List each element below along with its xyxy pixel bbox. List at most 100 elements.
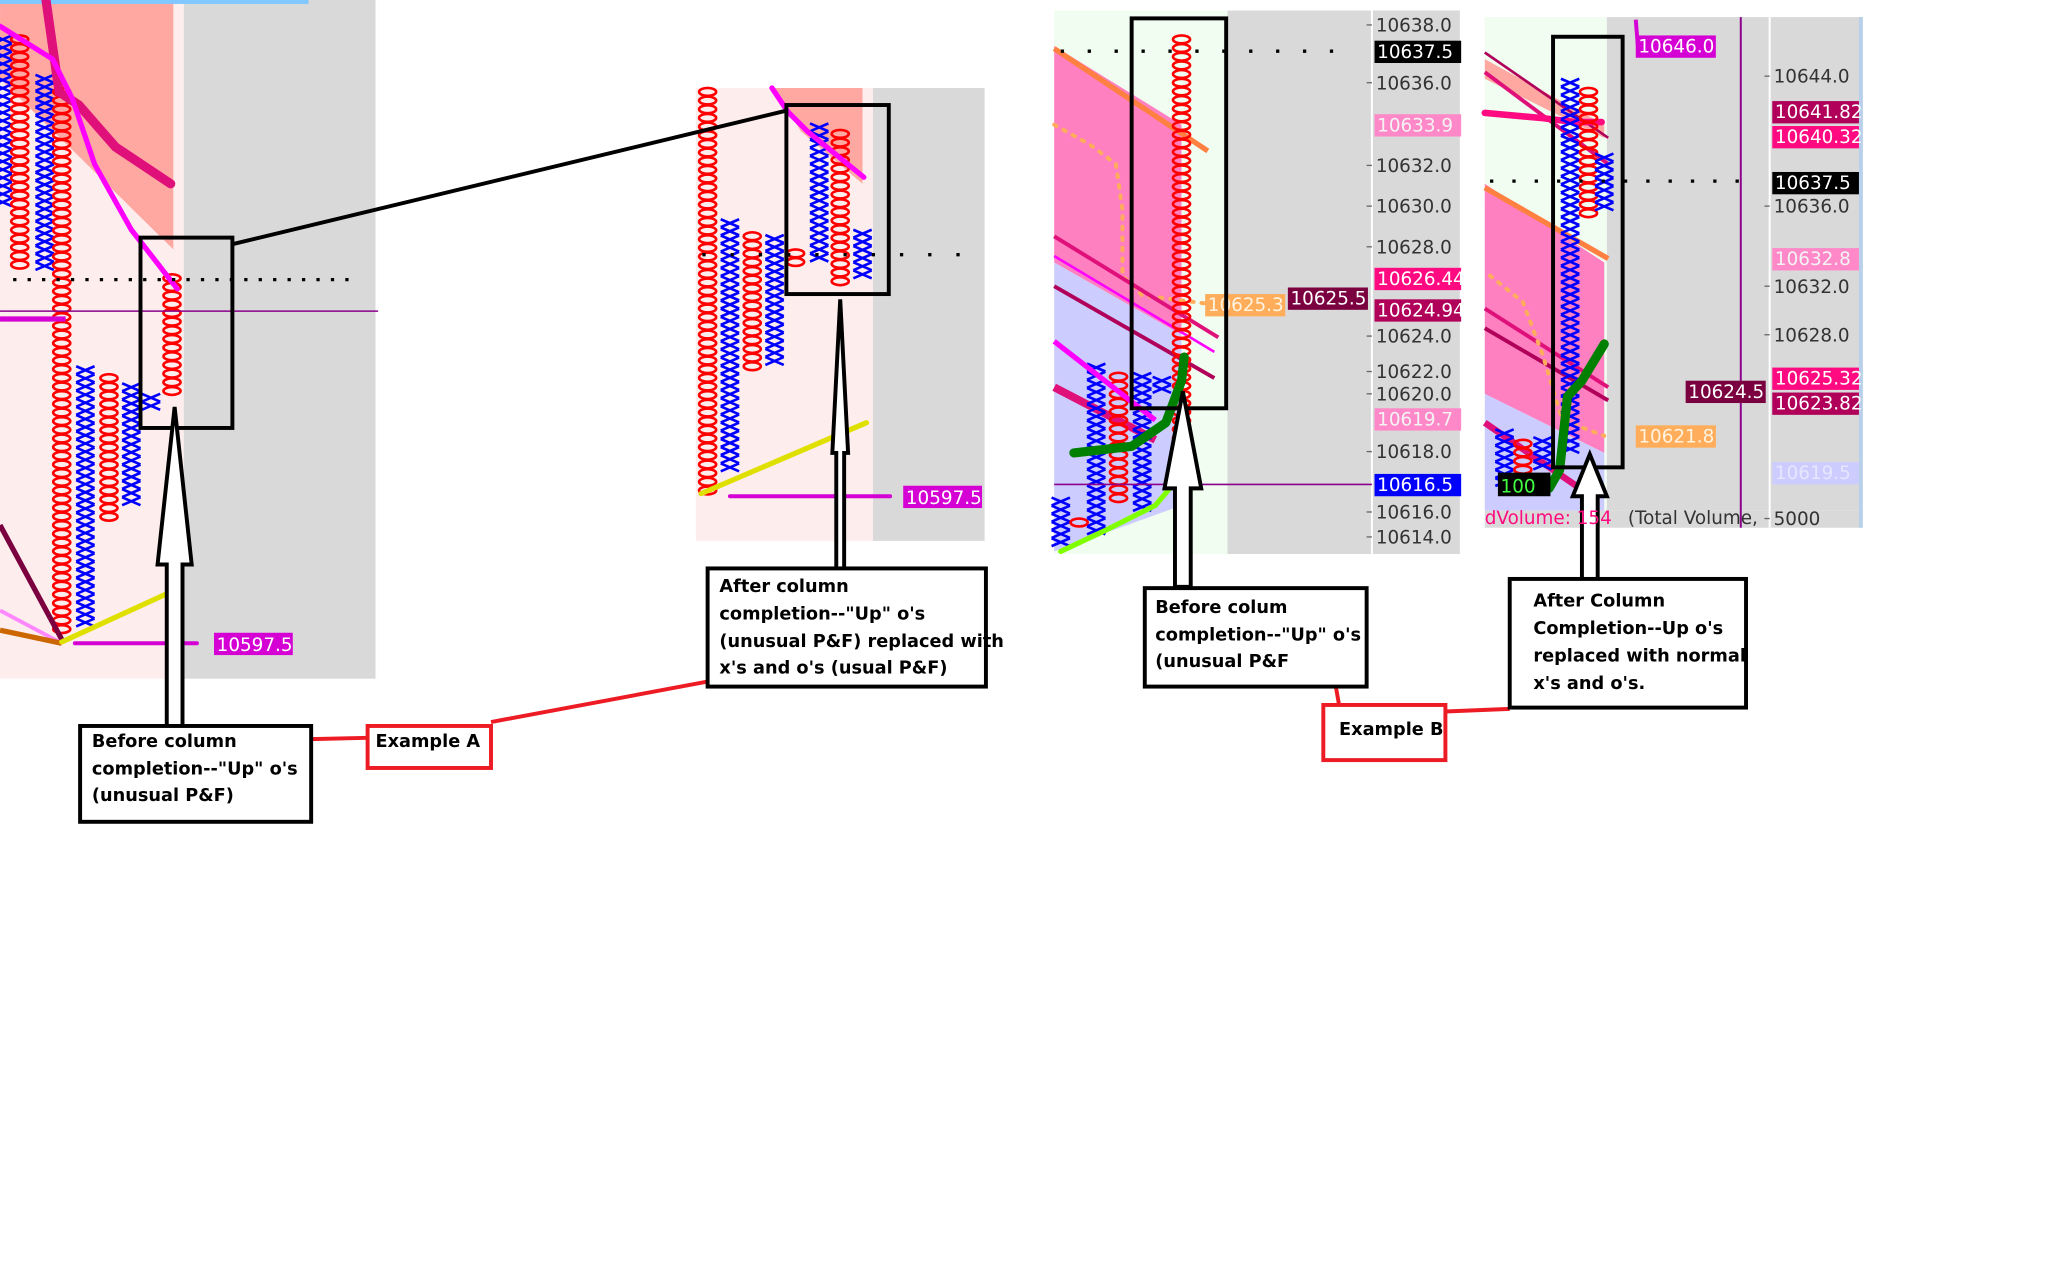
x-mark bbox=[121, 430, 142, 442]
x-mark bbox=[1532, 452, 1553, 463]
volume-badge: 100 bbox=[1497, 472, 1551, 497]
price-tag: 10632.8 bbox=[1772, 248, 1859, 271]
x-mark bbox=[0, 42, 13, 53]
x-mark bbox=[75, 389, 96, 400]
axis-tick-label: 10636.0 bbox=[1376, 73, 1452, 94]
x-mark bbox=[1594, 193, 1614, 204]
x-mark bbox=[34, 228, 55, 239]
svg-text:x's and o's.: x's and o's. bbox=[1533, 674, 1645, 694]
x-mark bbox=[720, 429, 740, 440]
price-tag: 10640.32 bbox=[1772, 126, 1863, 149]
x-column bbox=[1532, 435, 1553, 471]
x-mark bbox=[1560, 101, 1580, 113]
o-column bbox=[697, 86, 718, 496]
x-mark bbox=[1051, 496, 1071, 507]
x-mark bbox=[0, 172, 13, 183]
x-mark bbox=[75, 438, 96, 449]
price-tag: 10623.82 bbox=[1772, 392, 1863, 415]
x-mark bbox=[720, 348, 740, 359]
x-mark bbox=[1086, 484, 1106, 495]
x-mark bbox=[0, 148, 13, 159]
o-mark bbox=[51, 623, 72, 635]
svg-text:10633.9: 10633.9 bbox=[1377, 115, 1453, 136]
x-column bbox=[0, 34, 13, 208]
x-mark bbox=[720, 397, 740, 408]
svg-text:10624.5: 10624.5 bbox=[1688, 382, 1764, 403]
x-mark bbox=[0, 115, 13, 126]
x-mark bbox=[1532, 460, 1553, 471]
x-mark bbox=[34, 155, 55, 166]
axis-tick-label: 10622.0 bbox=[1376, 362, 1452, 383]
note-a-before: Before column completion--"Up" o's (unus… bbox=[78, 724, 314, 824]
x-mark bbox=[1560, 354, 1580, 365]
x-mark bbox=[1086, 468, 1106, 479]
x-mark bbox=[75, 617, 96, 628]
x-mark bbox=[720, 405, 740, 416]
svg-text:10640.32: 10640.32 bbox=[1775, 127, 1863, 148]
x-mark bbox=[75, 568, 96, 579]
x-column bbox=[75, 365, 96, 628]
x-mark bbox=[34, 244, 55, 255]
price-tag: 10597.5 bbox=[903, 485, 982, 509]
x-mark bbox=[1560, 248, 1580, 259]
x-mark bbox=[720, 250, 740, 261]
x-mark bbox=[34, 203, 55, 215]
arrow-up-icon bbox=[1569, 448, 1610, 581]
svg-text:Completion--Up o's: Completion--Up o's bbox=[1533, 619, 1723, 639]
x-mark bbox=[1086, 492, 1106, 503]
x-mark bbox=[720, 372, 740, 383]
x-mark bbox=[720, 226, 740, 237]
x-mark bbox=[75, 373, 96, 384]
x-mark bbox=[1494, 444, 1515, 455]
x-mark bbox=[852, 236, 873, 247]
x-mark bbox=[1560, 167, 1580, 178]
price-tag: 10626.44 bbox=[1374, 267, 1465, 291]
x-mark bbox=[0, 140, 13, 151]
x-mark bbox=[34, 122, 55, 133]
x-mark bbox=[75, 511, 96, 522]
x-mark bbox=[75, 413, 96, 425]
x-mark bbox=[34, 81, 55, 93]
x-mark bbox=[75, 535, 96, 547]
x-mark bbox=[75, 576, 96, 587]
x-mark bbox=[34, 236, 55, 247]
x-column bbox=[1086, 362, 1106, 536]
x-mark bbox=[764, 241, 785, 253]
x-mark bbox=[764, 355, 785, 367]
x-mark bbox=[1594, 168, 1614, 179]
x-mark bbox=[1532, 435, 1553, 447]
axis-tick-label: 10628.0 bbox=[1376, 237, 1452, 258]
price-tag: 10625.3 bbox=[1205, 294, 1286, 317]
x-mark bbox=[0, 180, 13, 192]
x-mark bbox=[764, 331, 785, 342]
x-mark bbox=[121, 390, 142, 401]
x-column bbox=[809, 122, 829, 263]
x-mark bbox=[1560, 199, 1580, 210]
svg-text:After column: After column bbox=[719, 577, 848, 597]
svg-text:(unusual P&F): (unusual P&F) bbox=[92, 786, 234, 806]
x-mark bbox=[720, 234, 740, 245]
x-mark bbox=[852, 269, 873, 280]
x-mark bbox=[121, 382, 142, 393]
x-mark bbox=[0, 123, 13, 135]
svg-text:10637.5: 10637.5 bbox=[1775, 173, 1851, 194]
x-mark bbox=[720, 331, 740, 343]
x-mark bbox=[1560, 240, 1580, 251]
x-mark bbox=[720, 283, 740, 294]
x-mark bbox=[1560, 232, 1580, 243]
x-mark bbox=[1560, 93, 1580, 105]
x-mark bbox=[75, 592, 96, 604]
axis-tick-label: 10618.0 bbox=[1376, 442, 1452, 463]
x-mark bbox=[75, 470, 96, 482]
o-mark bbox=[1578, 207, 1599, 219]
x-mark bbox=[34, 179, 55, 190]
x-mark bbox=[1152, 383, 1172, 394]
x-mark bbox=[0, 164, 13, 175]
o-column bbox=[99, 372, 119, 522]
svg-text:After Column: After Column bbox=[1533, 592, 1665, 612]
price-tag: 10624.5 bbox=[1685, 380, 1766, 404]
x-mark bbox=[75, 601, 96, 612]
price-tag: 10625.5 bbox=[1287, 287, 1368, 310]
x-mark bbox=[809, 171, 829, 182]
x-mark bbox=[1051, 512, 1071, 523]
